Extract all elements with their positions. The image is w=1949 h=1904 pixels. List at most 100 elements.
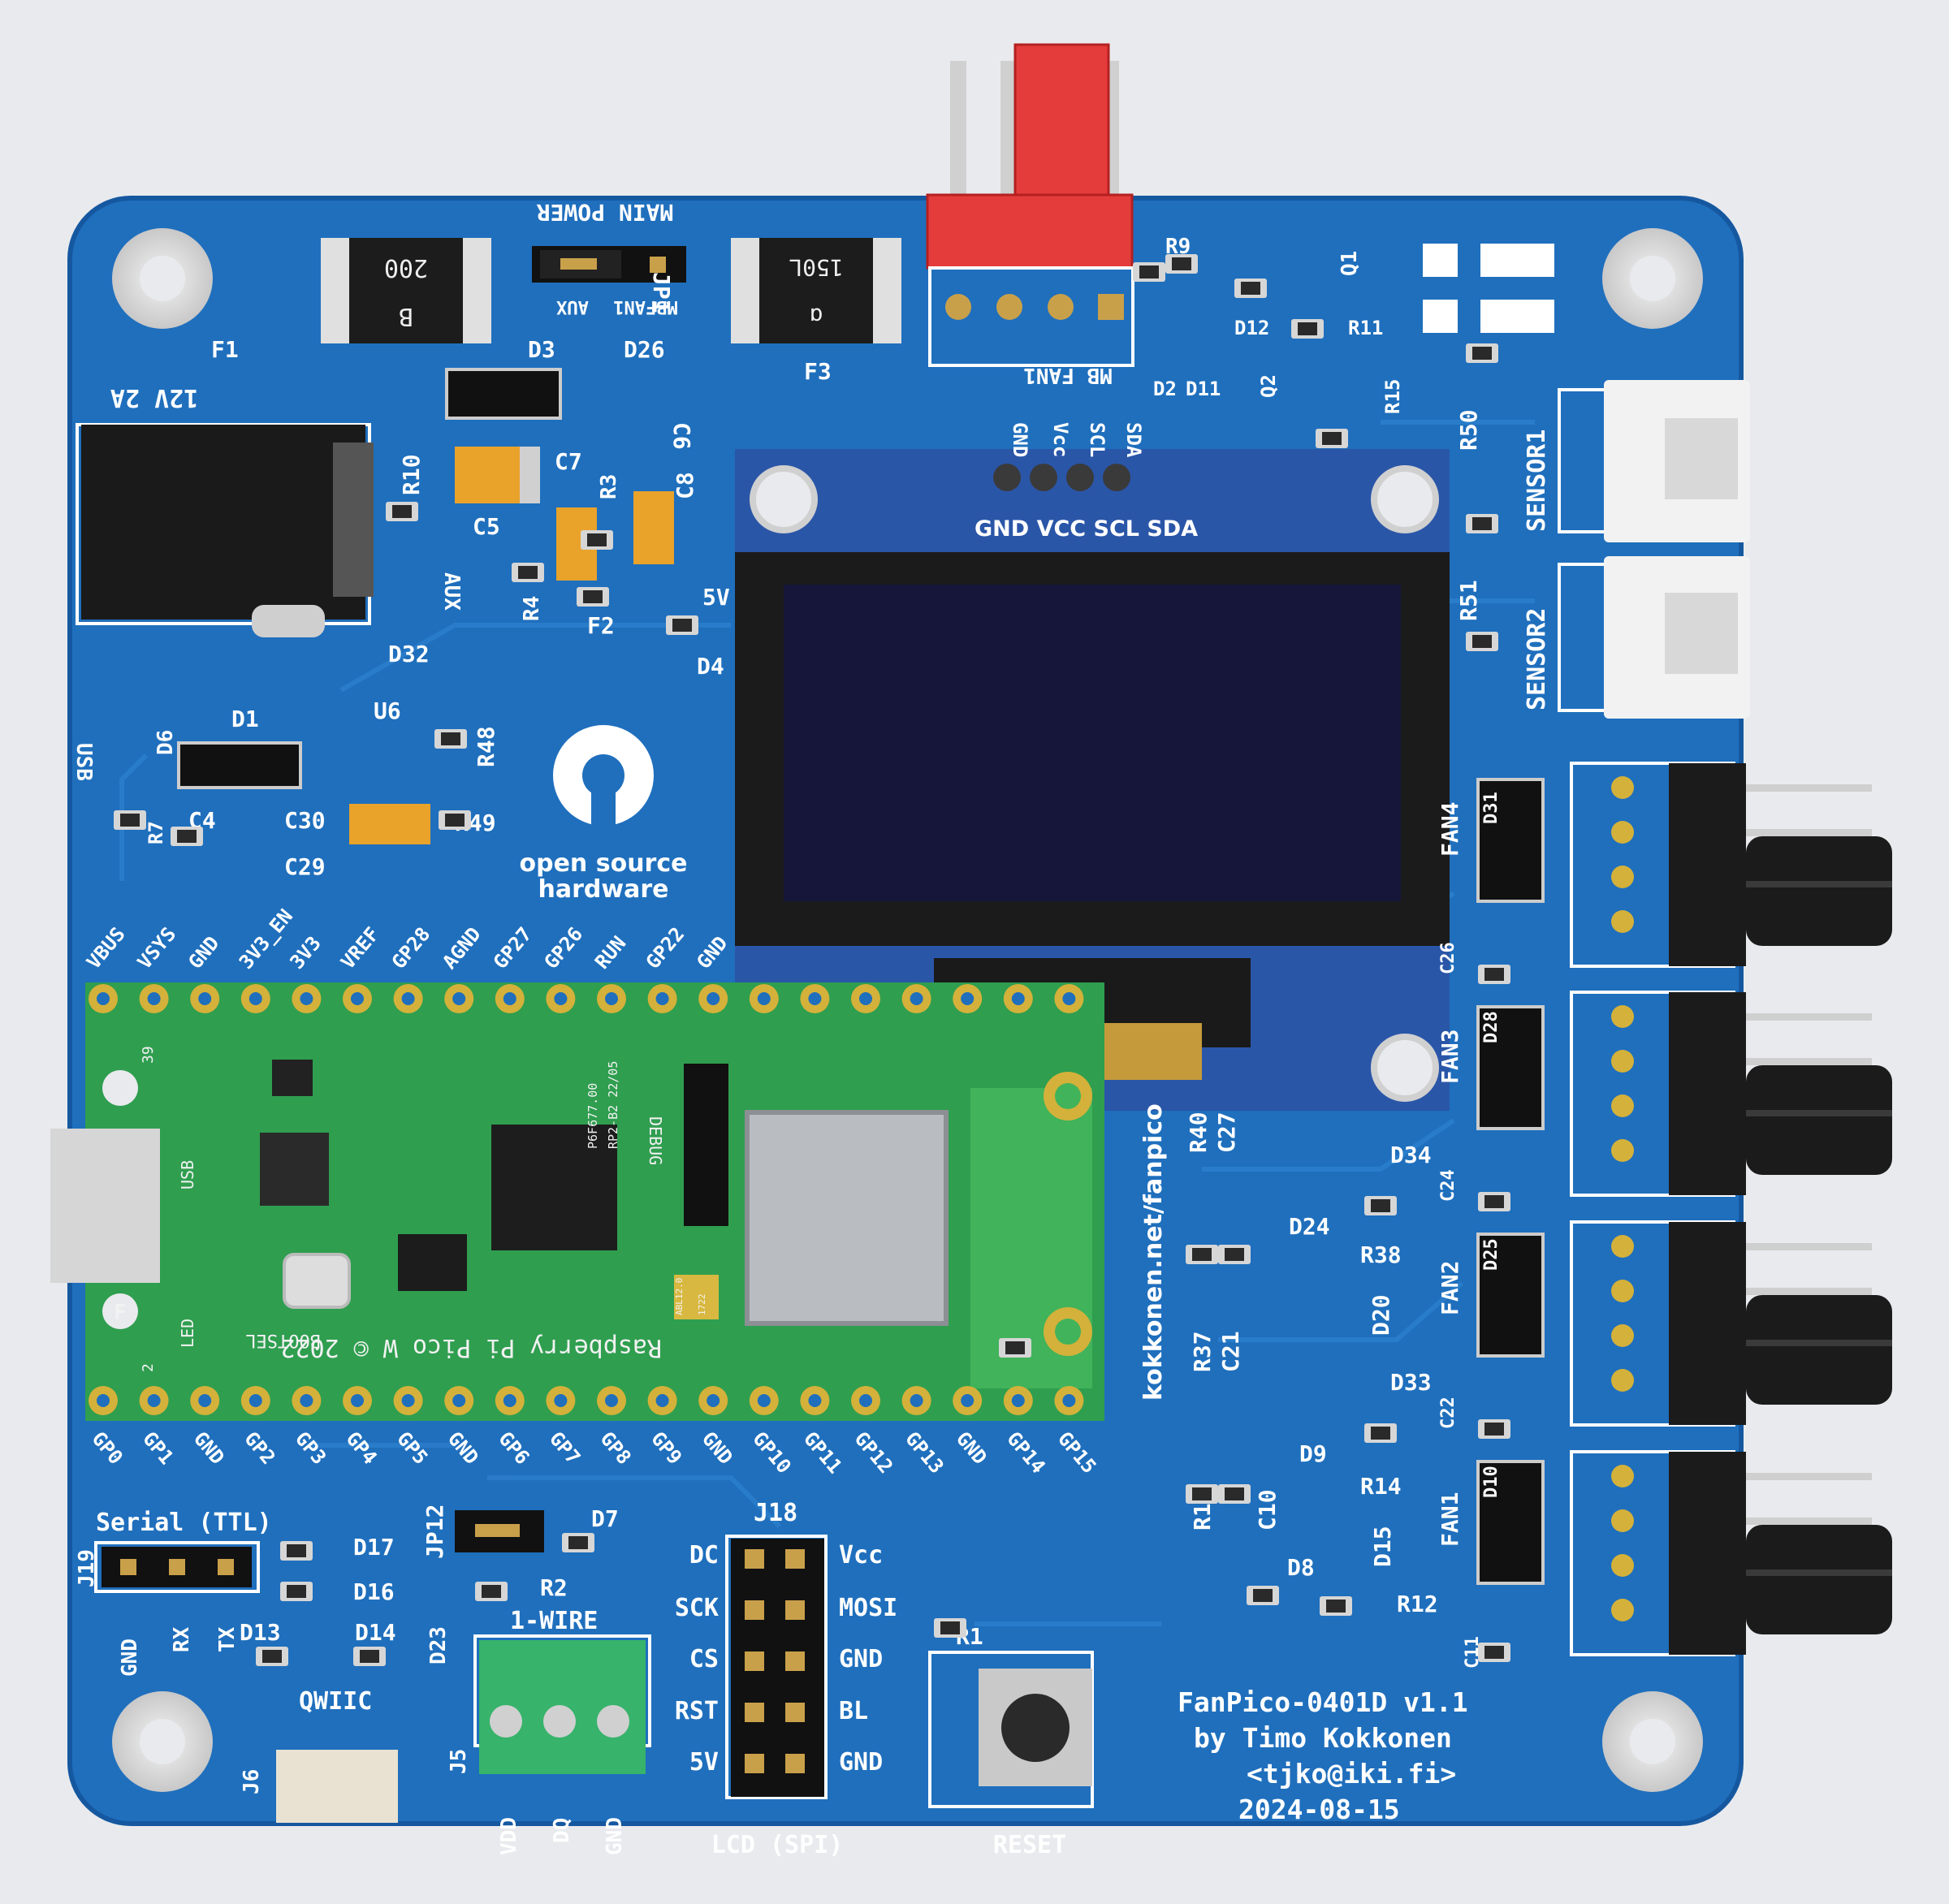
c5-ref: C5 [473, 513, 500, 540]
lcd-header-pin [785, 1549, 805, 1569]
onewire-label: 1-WIRE [510, 1607, 598, 1635]
mbfan1-label: MBFAN1 [613, 296, 677, 317]
pico-pad-hole [808, 1394, 822, 1407]
lcd-header [725, 1535, 828, 1799]
fan-pad [1611, 1235, 1634, 1258]
capacitor-c30 [349, 804, 430, 844]
lcd-label: LCD (SPI) [711, 1831, 844, 1859]
pico-silkscreen: Raspberry Pi Pico W © 2022 BOOTSEL USB L… [114, 1046, 707, 1372]
pico-pad-hole [300, 992, 313, 1005]
q1-ref: Q1 [1338, 251, 1362, 276]
sensor2-connector[interactable] [1558, 556, 1750, 719]
smd-component-body [1326, 1600, 1346, 1613]
mounting-hole-top-left [112, 228, 213, 329]
oshw-line2: hardware [538, 875, 669, 904]
fan1-label: FAN1 [1437, 1492, 1463, 1547]
pico-pad-hole [757, 992, 771, 1005]
r4-ref: R4 [520, 596, 544, 621]
d20-ref: D20 [1368, 1294, 1394, 1336]
lcd-header-pin [785, 1651, 805, 1671]
smd-component-body [1484, 968, 1504, 981]
pico-pad-hole [97, 1394, 110, 1407]
r37-ref: R37 [1189, 1331, 1216, 1372]
fuse-f1: 200 B [321, 238, 491, 343]
pico-pad-hole [503, 992, 516, 1005]
lcd-header-pin [745, 1651, 764, 1671]
dc-power-jack[interactable] [76, 423, 374, 637]
smd-component-body [1298, 322, 1317, 335]
d3-ref: D3 [528, 336, 555, 363]
pico-pad-hole [248, 1394, 262, 1407]
d14-ref: D14 [355, 1619, 396, 1646]
pico-pad-hole [1062, 1394, 1076, 1407]
fan-housing [1669, 992, 1746, 1195]
pico-pin39: 39 [140, 1046, 157, 1064]
onewire-terminal[interactable] [473, 1634, 651, 1774]
smd-component-body [1484, 1195, 1504, 1208]
pico-pad-hole [351, 992, 364, 1005]
r7-ref: R7 [145, 821, 167, 844]
pico-pad-hole [198, 1394, 212, 1407]
smd-component-body [1192, 1487, 1212, 1500]
r12-ref: R12 [1397, 1591, 1438, 1617]
diode-d28 [1476, 1005, 1545, 1130]
lcd-header-pin [785, 1754, 805, 1773]
fan4-label: FAN4 [1437, 802, 1463, 857]
smd-component-body [177, 830, 197, 843]
capacitor-c5 [455, 447, 540, 503]
qwiic-connector[interactable] [276, 1750, 398, 1823]
serial-header-pin [120, 1559, 136, 1575]
pico-pad-hole [147, 992, 161, 1005]
smd-component-body [587, 533, 607, 546]
fan-connector-2[interactable] [1570, 1220, 1892, 1427]
sensor1-connector[interactable] [1558, 380, 1750, 542]
jp12-ref: JP12 [421, 1505, 448, 1559]
oled-screen [784, 585, 1401, 901]
pico-pad-hole [655, 1394, 669, 1407]
oshw-line1: open source [520, 849, 688, 878]
serial-header[interactable] [94, 1541, 260, 1593]
d17-ref: D17 [353, 1534, 395, 1561]
serial-tx-label: TX [215, 1626, 240, 1652]
serial-header-pin [169, 1559, 185, 1575]
fan-connector-4[interactable] [1570, 762, 1892, 968]
mb-fan-pin-1: Vcc [1049, 422, 1072, 457]
mb-fan-pin-labels: GND Vcc SCL SDA [1009, 422, 1145, 458]
d8-ref: D8 [1287, 1554, 1315, 1581]
smd-component-body [672, 619, 692, 632]
fan-pad [1611, 1465, 1634, 1487]
fan-pad [1611, 1094, 1634, 1117]
fan-connector-3[interactable] [1570, 991, 1892, 1197]
lcd-left-1: SCK [675, 1594, 719, 1622]
fan-pin [1673, 1518, 1872, 1525]
lcd-right-4: GND [839, 1748, 883, 1777]
lcd-header-pin [745, 1703, 764, 1722]
jumper-jp1[interactable] [532, 246, 686, 283]
pico-pad-hole [910, 1394, 923, 1407]
fan-pad [1611, 1554, 1634, 1577]
d16-ref: D16 [353, 1578, 395, 1605]
qwiic-label: QWIIC [299, 1687, 372, 1716]
r14-ref: R14 [1360, 1473, 1402, 1500]
url-label: kokkonen.net/fanpico [1139, 1103, 1168, 1401]
serial-gnd-label: GND [118, 1638, 142, 1677]
lcd-left-4: 5V [689, 1748, 719, 1777]
fan-latch-rib [1746, 1340, 1892, 1346]
fuse-f1-mark2: B [399, 302, 413, 330]
pico-pad-hole [757, 1394, 771, 1407]
5v-label: 5V [702, 584, 730, 611]
fan-connector-1[interactable] [1570, 1450, 1892, 1656]
pico-pad-hole [554, 992, 568, 1005]
jumper-jp12[interactable] [455, 1510, 544, 1552]
fan-pad [1611, 776, 1634, 799]
serial-label: Serial (TTL) [96, 1509, 272, 1537]
capacitor-c3 [633, 491, 674, 564]
d25-ref: D25 [1481, 1238, 1502, 1271]
d24-ref: D24 [1289, 1213, 1330, 1240]
d28-ref: D28 [1481, 1011, 1502, 1043]
smd-component-body [1371, 1427, 1390, 1440]
reset-button[interactable] [928, 1651, 1094, 1808]
lcd-left-3: RST [675, 1697, 719, 1725]
pico-pad-hole [248, 992, 262, 1005]
